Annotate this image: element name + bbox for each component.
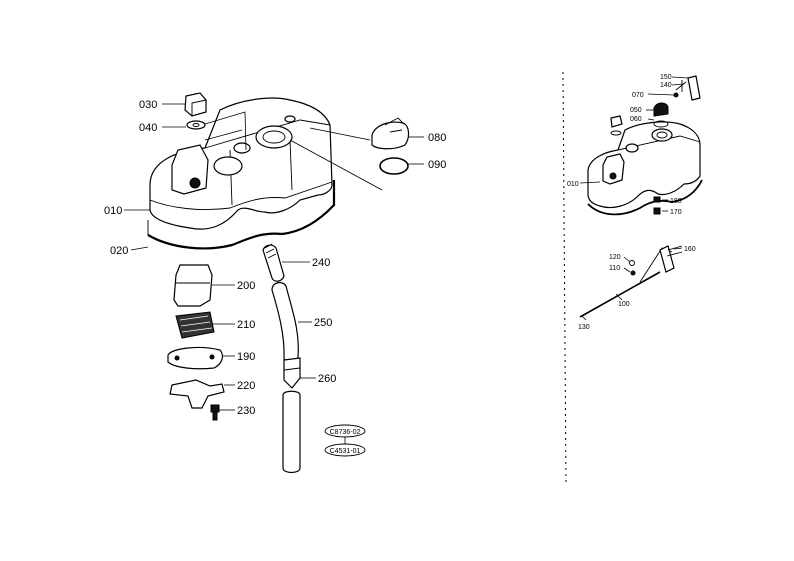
label-alt-110: 110	[609, 265, 620, 272]
dipstick-rod	[579, 271, 661, 318]
hose-clamp	[283, 357, 301, 389]
reference-codes: C8736-02 C4531-01	[324, 424, 366, 457]
alt-leader-lines	[579, 76, 689, 321]
label-alt-180: 180	[670, 198, 682, 205]
label-190: 190	[237, 351, 255, 363]
label-alt-010: 010	[567, 181, 579, 188]
label-040: 040	[139, 122, 157, 134]
label-alt-050: 050	[630, 107, 642, 114]
label-230: 230	[237, 405, 255, 417]
label-200: 200	[237, 280, 255, 292]
cap-nut	[184, 92, 207, 117]
label-030: 030	[139, 99, 157, 111]
cylinder-head-cover	[149, 97, 333, 230]
view-separator	[562, 71, 567, 486]
label-090: 090	[428, 159, 446, 171]
label-alt-170: 170	[670, 209, 682, 216]
label-240: 240	[312, 257, 330, 269]
oil-filler-cap	[371, 117, 410, 150]
main-exploded-view: 030 040 010 020 080 090 240 200 210 250 …	[104, 92, 446, 474]
o-ring	[379, 157, 409, 175]
code-2: C4531-01	[330, 448, 361, 455]
label-020: 020	[110, 245, 128, 257]
label-250: 250	[314, 317, 332, 329]
label-alt-070: 070	[632, 92, 644, 99]
label-alt-150: 150	[660, 74, 672, 81]
breather-hose-short	[262, 244, 285, 282]
alt-labels: 150 140 070 050 060 010 180 170 120 110 …	[567, 74, 696, 331]
main-labels: 030 040 010 020 080 090 240 200 210 250 …	[104, 99, 446, 417]
label-080: 080	[428, 132, 446, 144]
label-alt-100: 100	[618, 301, 630, 308]
breather-element	[175, 311, 215, 339]
label-260: 260	[318, 373, 336, 385]
breather-hose-long	[271, 281, 299, 365]
breather-tube	[282, 390, 301, 474]
label-220: 220	[237, 380, 255, 392]
cover-gasket	[147, 180, 336, 250]
washer	[186, 120, 206, 130]
label-alt-060: 060	[630, 116, 642, 123]
code-1: C8736-02	[330, 429, 361, 436]
label-alt-130: 130	[578, 324, 590, 331]
breather-plate	[167, 346, 224, 370]
bracket-bolt	[210, 404, 220, 421]
label-010: 010	[104, 205, 122, 217]
label-alt-120: 120	[609, 254, 621, 261]
breather-bracket	[169, 379, 225, 409]
label-210: 210	[237, 319, 255, 331]
leader-lines	[124, 103, 424, 411]
alternate-view: 150 140 070 050 060 010 180 170 120 110 …	[567, 74, 703, 331]
breather-case	[173, 264, 213, 307]
label-alt-140: 140	[660, 82, 672, 89]
label-alt-160: 160	[684, 246, 696, 253]
